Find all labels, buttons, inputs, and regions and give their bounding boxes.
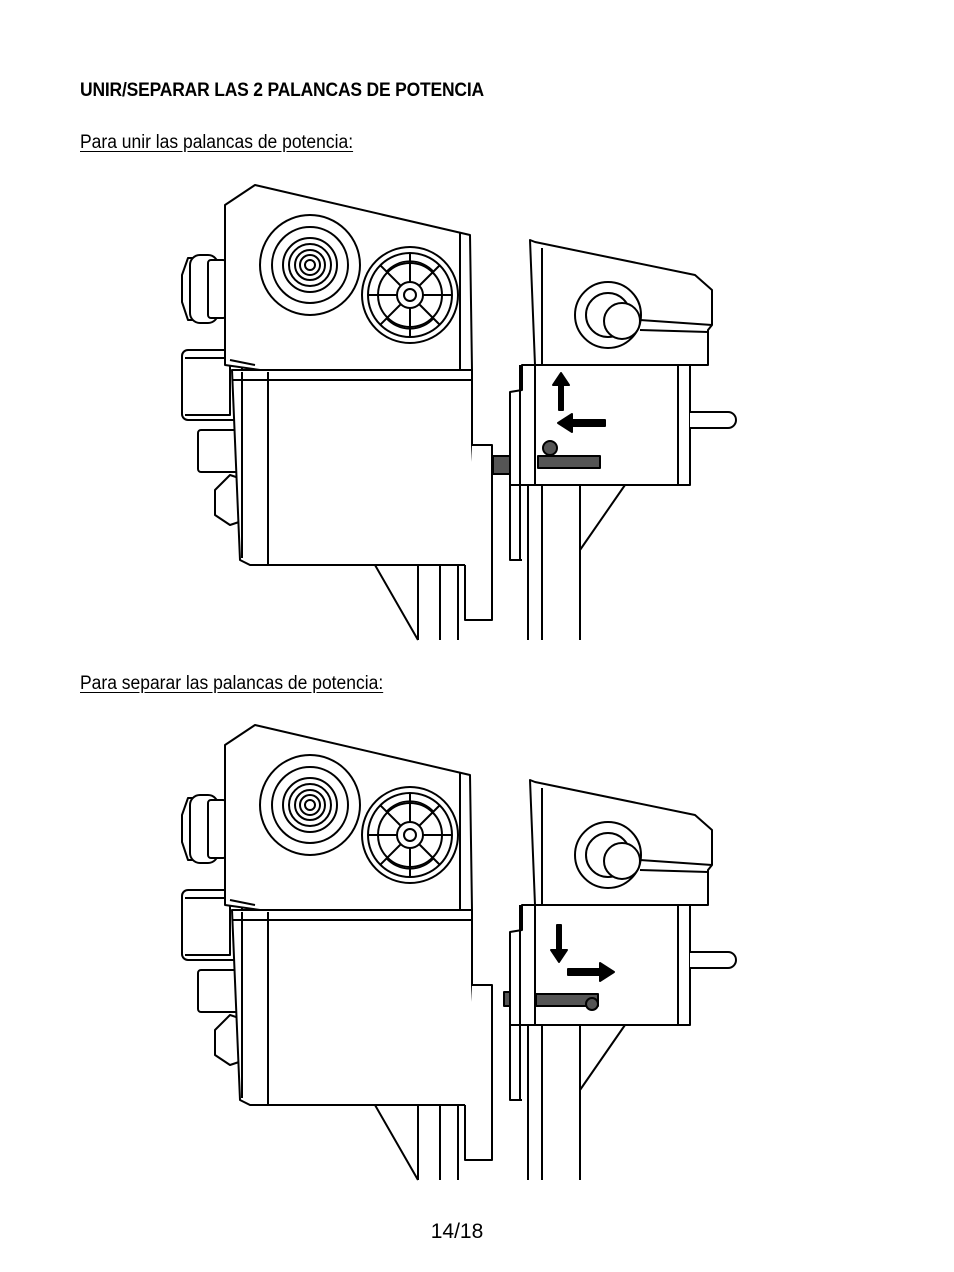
page-heading: UNIR/SEPARAR LAS 2 PALANCAS DE POTENCIA (80, 80, 484, 101)
arrow-down-icon (550, 924, 568, 963)
arrow-up-icon (552, 372, 570, 411)
caption-join: Para unir las palancas de potencia: (80, 132, 354, 153)
mini-stick-knob (574, 821, 642, 889)
spoked-knob (361, 246, 459, 344)
figure-separate-levers (160, 720, 760, 1190)
left-throttle-unit (181, 724, 493, 1181)
arrow-right-icon (567, 962, 615, 982)
arrow-left-icon (557, 413, 606, 433)
caption-separate: Para separar las palancas de potencia: (80, 673, 384, 694)
trim-wheel-knob (259, 754, 361, 856)
right-throttle-unit (509, 779, 737, 1180)
page-number: 14/18 (430, 1220, 484, 1243)
figure-join-levers (160, 180, 760, 650)
spoked-knob (361, 786, 459, 884)
trim-wheel-knob (259, 214, 361, 316)
left-throttle-unit (181, 184, 493, 641)
right-throttle-unit (509, 239, 737, 640)
mini-stick-knob (574, 281, 642, 349)
